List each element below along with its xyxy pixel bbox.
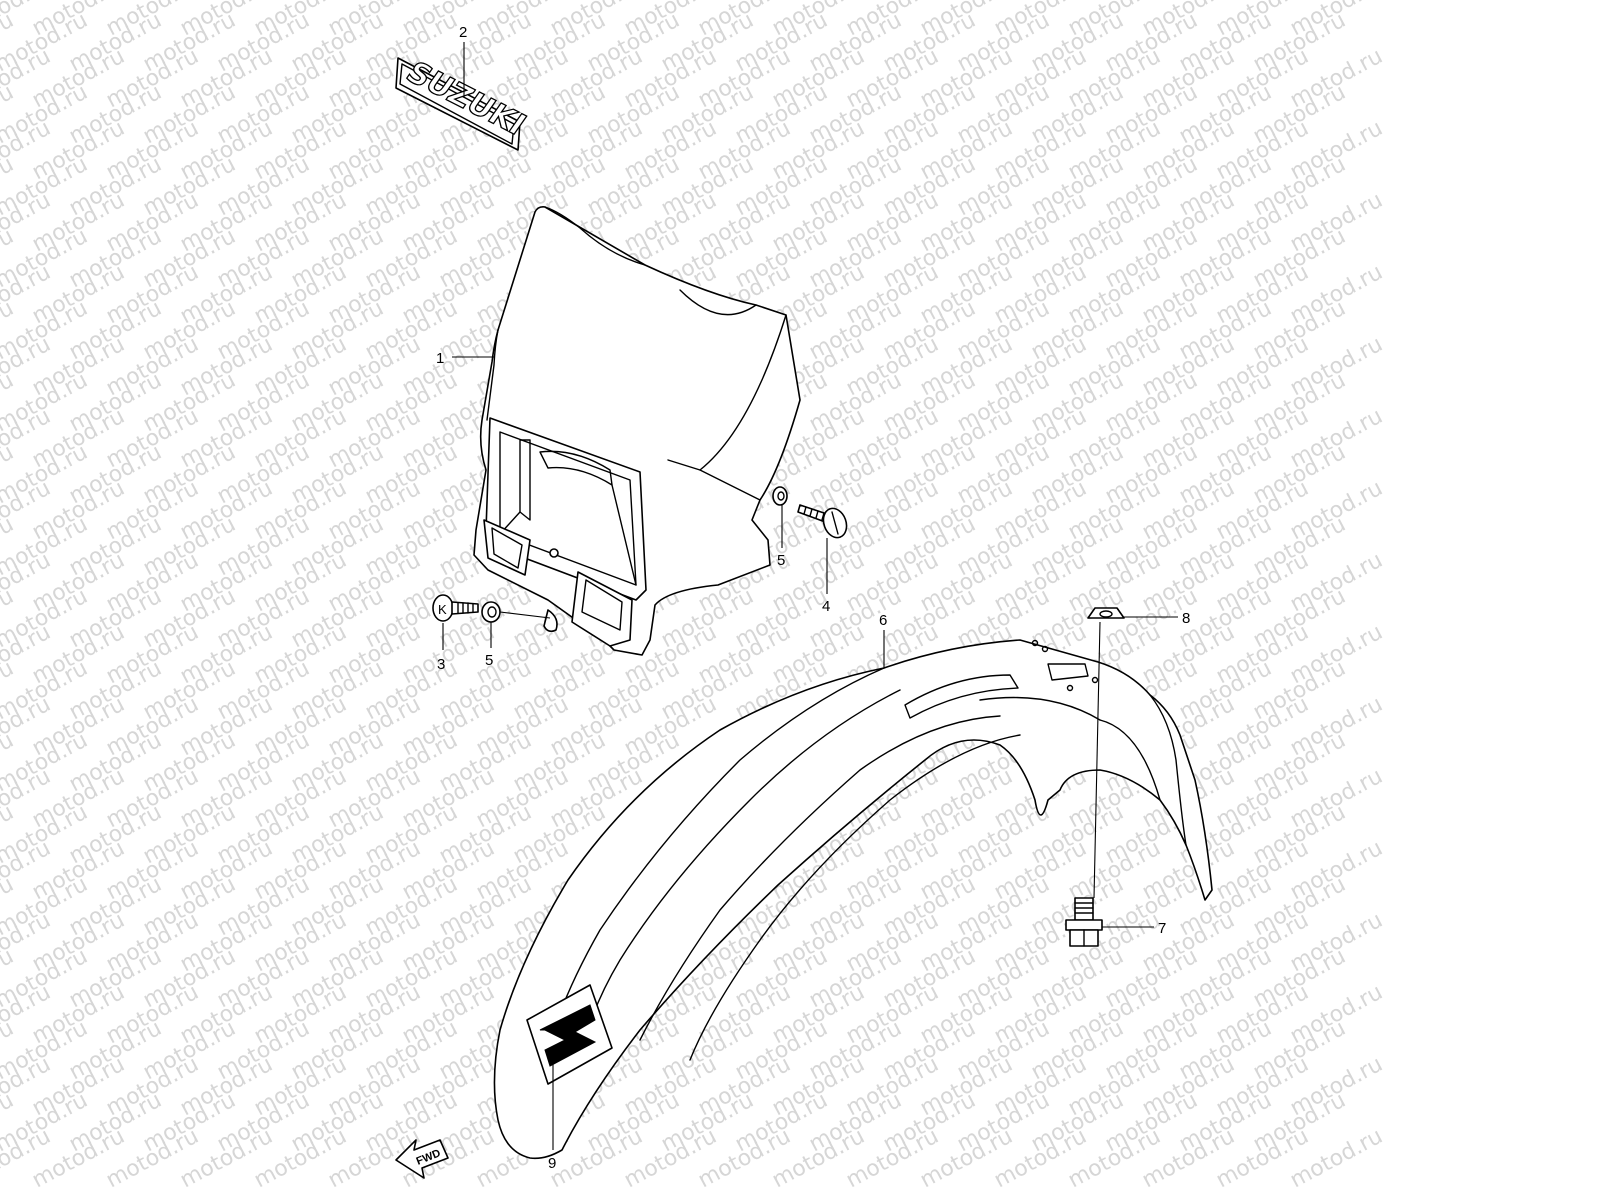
- leader-lines: [442, 42, 1178, 1150]
- callout-9: 9: [548, 1155, 556, 1172]
- grommet-right-part: [772, 486, 788, 506]
- s-logo-decal-part: [526, 984, 613, 1085]
- bolt-letter: K: [438, 602, 447, 617]
- callout-5-left: 5: [485, 652, 493, 669]
- callout-3: 3: [437, 656, 445, 673]
- callout-labels: 2 1 3 5 5 4 6 8 7 9: [436, 24, 1190, 1172]
- grommet-left-part: [481, 601, 501, 623]
- callout-6: 6: [879, 612, 887, 629]
- callout-5-right: 5: [777, 552, 785, 569]
- callout-4: 4: [822, 598, 830, 615]
- watermark-layer: motod.rumotod.rumotod.rumotod.rumotod.ru…: [0, 0, 1387, 1193]
- fwd-direction-marker: FWD: [395, 1139, 449, 1179]
- front-fender-part: [493, 639, 1213, 1160]
- callout-2: 2: [459, 24, 467, 41]
- callout-7: 7: [1158, 920, 1166, 937]
- callout-1: 1: [436, 350, 444, 367]
- bolt-k-part: K: [432, 594, 479, 622]
- callout-8: 8: [1182, 610, 1190, 627]
- headlight-cowl-part: [473, 206, 801, 656]
- nut-clip-part: [1087, 607, 1125, 619]
- flange-bolt-part: [1065, 897, 1103, 947]
- screw-part: [797, 504, 848, 539]
